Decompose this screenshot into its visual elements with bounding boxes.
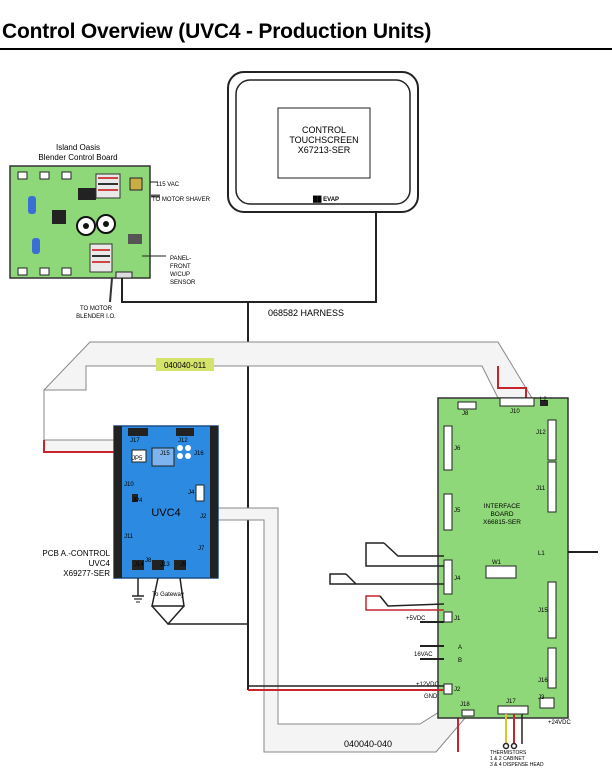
uvc4-j11: J11 [124,534,134,540]
uvc4-j16: J16 [194,451,204,457]
label-panel-1: PANEL- [170,256,191,262]
touchscreen-line-1: CONTROL [302,125,346,135]
touchscreen-line-2: TOUCHSCREEN [289,135,358,145]
uvc4-jp4: JP4 [132,498,143,504]
interface-title-2: BOARD [490,511,513,518]
control-touchscreen: CONTROL TOUCHSCREEN X67213-SER ██ EVAP [227,71,419,213]
interface-l1: L1 [538,551,545,557]
touchscreen-harness-wire [121,212,377,690]
title-rule [0,48,612,50]
thermistors-line-1: THERMISTORS [490,750,527,756]
interface-wiring [248,542,598,750]
harness-040040-011-label: 040040-011 [164,361,207,370]
interface-j10: J10 [510,409,520,415]
blender-control-board: Island Oasis Blender Control Board 115 V… [9,143,211,320]
interface-j5: J5 [454,508,461,514]
interface-j15: J15 [538,608,548,614]
uvc4-j2: J2 [200,514,207,520]
interface-j11: J11 [536,486,546,492]
blender-board-title-1: Island Oasis [56,143,100,152]
interface-j1: J1 [454,616,461,622]
harness-040040-040-label: 040040-040 [344,739,392,749]
uvc4-j14: J14 [134,562,144,568]
pcb-label-1: PCB A.-CONTROL [42,549,110,558]
interface-w1: W1 [492,560,502,566]
interface-board: INTERFACE BOARD X66815-SER J8 J10 L2 J12… [406,397,572,768]
label-panel-3: W/CUP [170,272,190,278]
interface-j4: J4 [454,576,461,582]
uvc4-j4: J4 [188,490,195,496]
interface-a: A [458,645,462,651]
uvc4-j13: J13 [160,562,170,568]
interface-l2: L2 [540,397,547,403]
interface-b: B [458,658,462,664]
uvc4-j7: J7 [198,546,205,552]
interface-j6: J6 [454,446,461,452]
interface-title-3: X66815-SER [483,519,521,526]
uvc4-j10: J10 [124,482,134,488]
label-panel-4: SENSOR [170,280,196,286]
uvc4-j15: J15 [160,451,170,457]
label-to-motor-blender-2: BLENDER I.O. [76,314,116,320]
interface-j12: J12 [536,430,546,436]
touchscreen-line-3: X67213-SER [298,145,351,155]
uvc4-j9: J9 [180,562,187,568]
thermistors-line-3: 3 & 4 DISPENSE HEAD [490,762,544,768]
harness-068582-label: 068582 HARNESS [268,308,344,318]
harness-040040-040: 040040-040 [209,507,473,753]
label-115vac: 115 VAC [156,182,180,188]
label-gnd: GND [424,694,438,700]
label-to-motor-shaver: TO MOTOR SHAVER [152,197,211,203]
thermistors-line-2: 1 & 2 CABINET [490,756,525,762]
uvc4-control-board: UVC4 J17 J12 J15 J16 JP5 J10 J4 JP4 J2 J… [42,425,248,626]
interface-j18: J18 [460,702,470,708]
touchscreen-logo: ██ EVAP [313,195,339,203]
uvc4-j12: J12 [178,438,188,444]
interface-j16: J16 [538,678,548,684]
label-plus-24vdc: +24VDC [548,720,572,726]
uvc4-jp5: JP5 [132,456,143,462]
interface-j2: J2 [454,687,461,693]
interface-j17: J17 [506,699,516,705]
interface-title-1: INTERFACE [484,503,521,510]
pcb-label-2: UVC4 [89,559,111,568]
label-to-motor-blender-1: TO MOTOR [80,306,113,312]
pcb-label-3: X69277-SER [63,569,110,578]
label-panel-2: FRONT [170,264,191,270]
blender-board-title-2: Blender Control Board [38,153,117,162]
uvc4-j8: J8 [145,558,152,564]
page-title: Control Overview (UVC4 - Production Unit… [2,20,432,43]
uvc4-j17: J17 [130,438,140,444]
label-plus-5vdc: +5VDC [406,616,426,622]
label-16vac: 16VAC [414,652,433,658]
uvc4-to-gateway: To Gateway [152,592,184,598]
label-plus-12vdc: +12VDC [416,682,440,688]
interface-j8: J8 [462,411,469,417]
uvc4-title: UVC4 [151,507,180,519]
interface-j3: J3 [538,695,545,701]
